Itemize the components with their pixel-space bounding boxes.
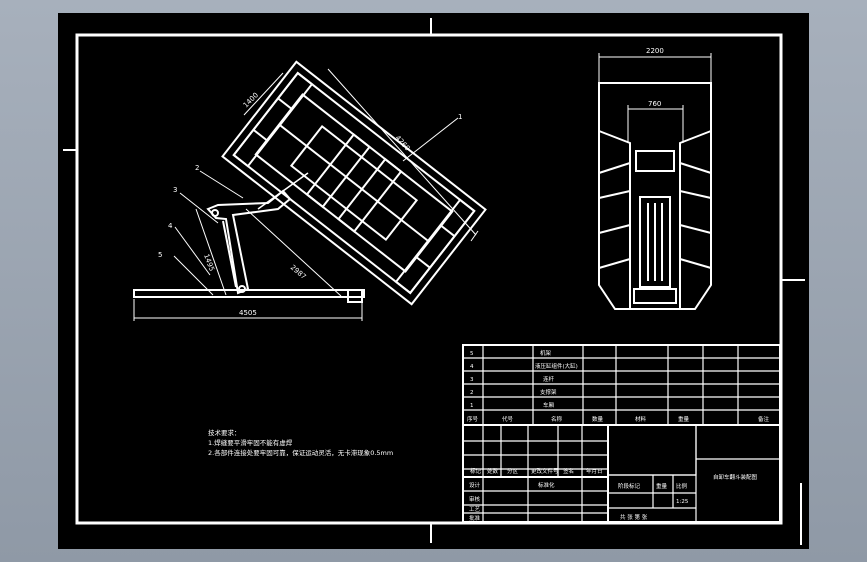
tb-mass: 重量 — [656, 482, 668, 490]
bom-name-4: 车厢 — [543, 401, 555, 409]
bom-no-2: 3 — [470, 377, 474, 383]
bom-header-code: 代号 — [502, 415, 514, 423]
bom-header-weight: 重量 — [678, 415, 690, 423]
tech-notes-line2: 2.各部件连接处要牢固可靠，保证运动灵活，无卡滞现象0.5mm — [208, 448, 393, 457]
bom-no-3: 2 — [470, 390, 474, 396]
bom-no-4: 1 — [470, 403, 474, 409]
bom-no-0: 5 — [470, 351, 474, 357]
dim-small: 1495 — [202, 253, 216, 272]
tb-standard: 标准化 — [538, 481, 555, 489]
tb-label-count: 处数 — [487, 467, 499, 475]
bom-header-name: 名称 — [551, 415, 563, 423]
bom-name-3: 支撑架 — [540, 388, 557, 396]
tb-check: 审核 — [469, 495, 481, 503]
dim-arm-length: 2987 — [289, 263, 308, 281]
truck-bed — [221, 60, 487, 306]
bom-table — [462, 344, 781, 523]
bom-header-material: 材料 — [635, 415, 647, 423]
callout-3: 3 — [173, 186, 177, 194]
lift-linkage — [206, 189, 292, 295]
tb-label-zone: 分区 — [507, 467, 519, 475]
callout-2: 2 — [195, 164, 199, 172]
side-dimensions — [133, 68, 479, 321]
base-frame — [133, 289, 365, 298]
tb-label-sign: 签名 — [563, 467, 574, 475]
dim-inner-width: 760 — [648, 100, 661, 108]
tb-scale-value: 1:25 — [676, 499, 689, 505]
callout-1: 1 — [458, 113, 462, 121]
bom-header-note: 备注 — [758, 415, 770, 423]
title-block — [463, 424, 780, 522]
drawing-svg: 4505 2987 1495 1400 4260 1 2 3 4 5 — [63, 18, 805, 545]
bom-header-no: 序号 — [467, 415, 479, 423]
cad-canvas: 4505 2987 1495 1400 4260 1 2 3 4 5 — [58, 13, 809, 549]
bom-name-0: 机架 — [540, 349, 552, 357]
drawing-frame — [75, 33, 783, 525]
dim-top-width: 2200 — [646, 47, 664, 55]
tb-approve: 批准 — [469, 514, 481, 522]
callout-5: 5 — [158, 251, 162, 259]
tech-notes-line1: 1.焊缝要平滑牢固不能有虚焊 — [208, 438, 293, 447]
tb-label-date: 年月日 — [586, 467, 603, 475]
tb-label-mark: 标记 — [470, 467, 482, 475]
tb-sheet: 共 张 第 张 — [620, 513, 648, 521]
bom-name-2: 连杆 — [543, 375, 555, 383]
rear-dimensions — [598, 53, 712, 143]
bom-header-qty: 数量 — [592, 415, 604, 423]
side-view — [133, 60, 487, 306]
tb-drawing-name: 自卸车翻斗装配图 — [713, 473, 758, 481]
centering-marks — [63, 18, 805, 545]
tech-notes: 技术要求： 1.焊缝要平滑牢固不能有虚焊 2.各部件连接处要牢固可靠，保证运动灵… — [208, 428, 393, 457]
tb-stage: 阶段标记 — [618, 482, 641, 490]
tb-label-change-doc: 更改文件号 — [531, 467, 559, 475]
tb-process: 工艺 — [469, 506, 481, 513]
dim-base-length: 4505 — [239, 309, 257, 317]
tech-notes-title: 技术要求： — [208, 428, 241, 437]
bom-no-1: 4 — [470, 364, 474, 370]
rear-view — [598, 82, 712, 310]
callout-4: 4 — [168, 222, 173, 230]
tb-scale: 比例 — [676, 482, 688, 490]
bom-name-1: 液压缸组件(大缸) — [535, 362, 578, 370]
tb-design: 设计 — [469, 481, 481, 489]
